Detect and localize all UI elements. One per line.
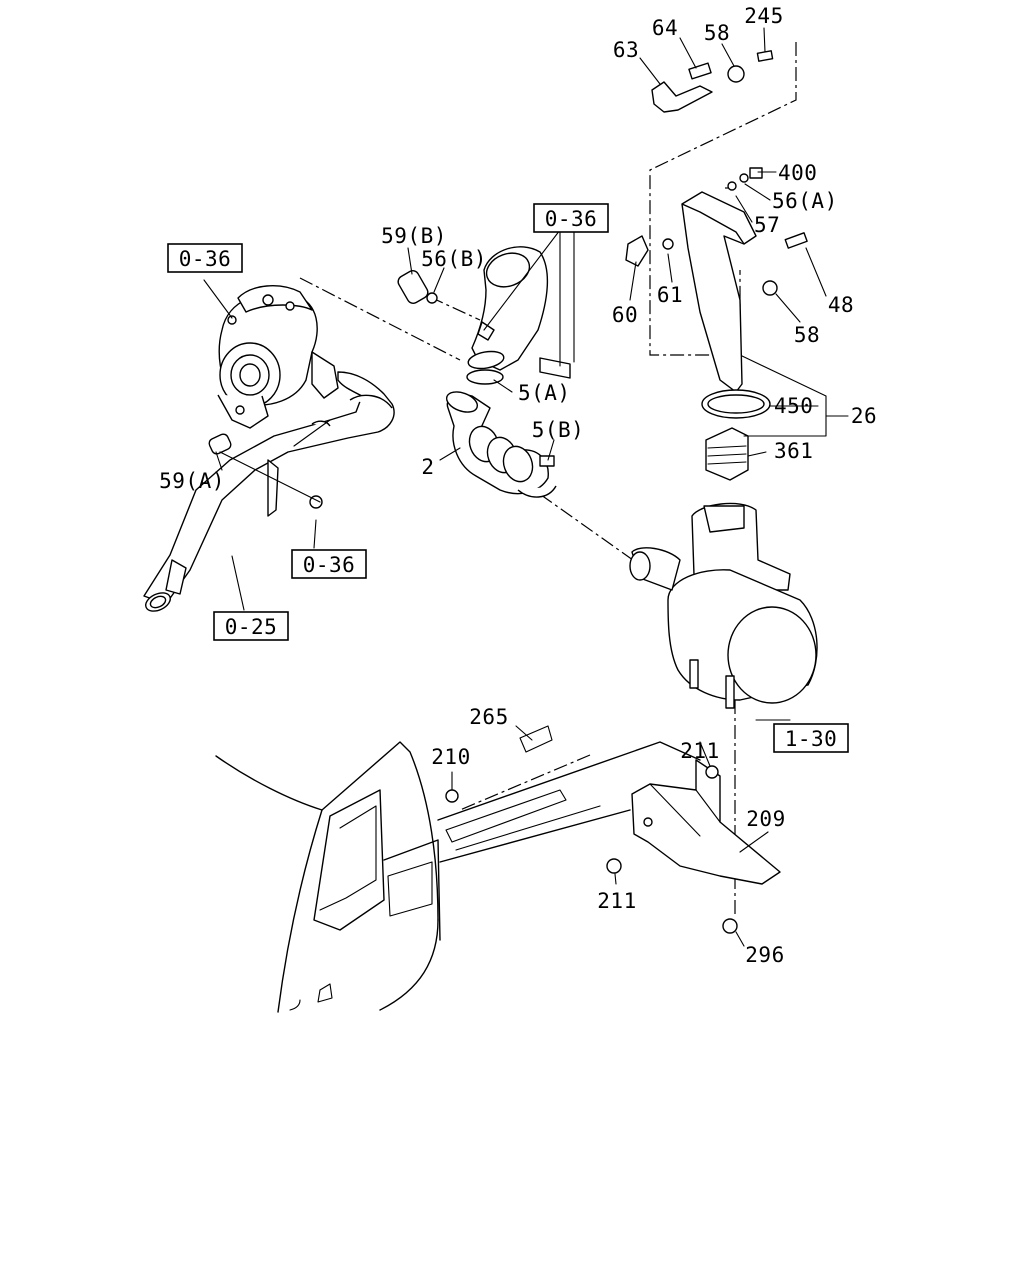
clamp-and-element bbox=[701, 389, 771, 481]
callout-2: 2 bbox=[421, 455, 434, 479]
callout-210: 210 bbox=[431, 745, 470, 769]
reference-box-top: 0-36 bbox=[533, 203, 609, 233]
turbocharger bbox=[217, 285, 339, 429]
callout-211-bottom: 211 bbox=[597, 889, 636, 913]
callout-450: 450 bbox=[774, 394, 813, 418]
svg-text:1-30: 1-30 bbox=[785, 727, 838, 751]
inlet-duct bbox=[466, 246, 571, 385]
callout-60: 60 bbox=[612, 303, 638, 327]
callout-5b: 5(B) bbox=[532, 418, 585, 442]
assembly-lines bbox=[299, 42, 827, 915]
reference-box-left: 0-36 bbox=[167, 243, 243, 273]
svg-text:0-25: 0-25 bbox=[225, 615, 278, 639]
air-cleaner bbox=[629, 502, 818, 709]
callout-61: 61 bbox=[657, 283, 683, 307]
callout-265: 265 bbox=[469, 705, 508, 729]
callout-211-top: 211 bbox=[680, 739, 719, 763]
leader-lines bbox=[203, 27, 849, 947]
svg-text:0-36: 0-36 bbox=[179, 247, 232, 271]
callout-26: 26 bbox=[851, 404, 877, 428]
callout-56b: 56(B) bbox=[421, 247, 487, 271]
callout-48: 48 bbox=[828, 293, 854, 317]
callout-64: 64 bbox=[652, 16, 678, 40]
reference-box-mid: 0-36 bbox=[291, 549, 367, 579]
callout-57: 57 bbox=[754, 213, 780, 237]
callout-59a: 59(A) bbox=[159, 469, 225, 493]
callout-5a: 5(A) bbox=[518, 381, 571, 405]
callout-58-mid: 58 bbox=[794, 323, 820, 347]
callout-209: 209 bbox=[746, 807, 785, 831]
reference-box-air-cleaner: 1-30 bbox=[773, 723, 849, 753]
callout-296: 296 bbox=[745, 943, 784, 967]
callout-labels: 63 64 58 245 400 56(A) 57 60 61 48 58 45… bbox=[159, 4, 877, 967]
top-bracket bbox=[651, 50, 774, 113]
callout-63: 63 bbox=[613, 38, 639, 62]
svg-text:0-36: 0-36 bbox=[303, 553, 356, 577]
callout-400: 400 bbox=[778, 161, 817, 185]
svg-text:0-36: 0-36 bbox=[545, 207, 598, 231]
reference-box-bottom: 0-25 bbox=[213, 611, 289, 641]
callout-58-top: 58 bbox=[704, 21, 730, 45]
callout-56a: 56(A) bbox=[772, 189, 838, 213]
callout-361: 361 bbox=[774, 439, 813, 463]
truck-cab bbox=[215, 725, 701, 1013]
mounting-bracket bbox=[606, 759, 781, 934]
intake-pipe bbox=[143, 371, 395, 612]
callout-59b: 59(B) bbox=[381, 224, 447, 248]
callout-245: 245 bbox=[744, 4, 783, 28]
hose bbox=[445, 391, 557, 498]
air-intake-stack bbox=[625, 167, 808, 393]
